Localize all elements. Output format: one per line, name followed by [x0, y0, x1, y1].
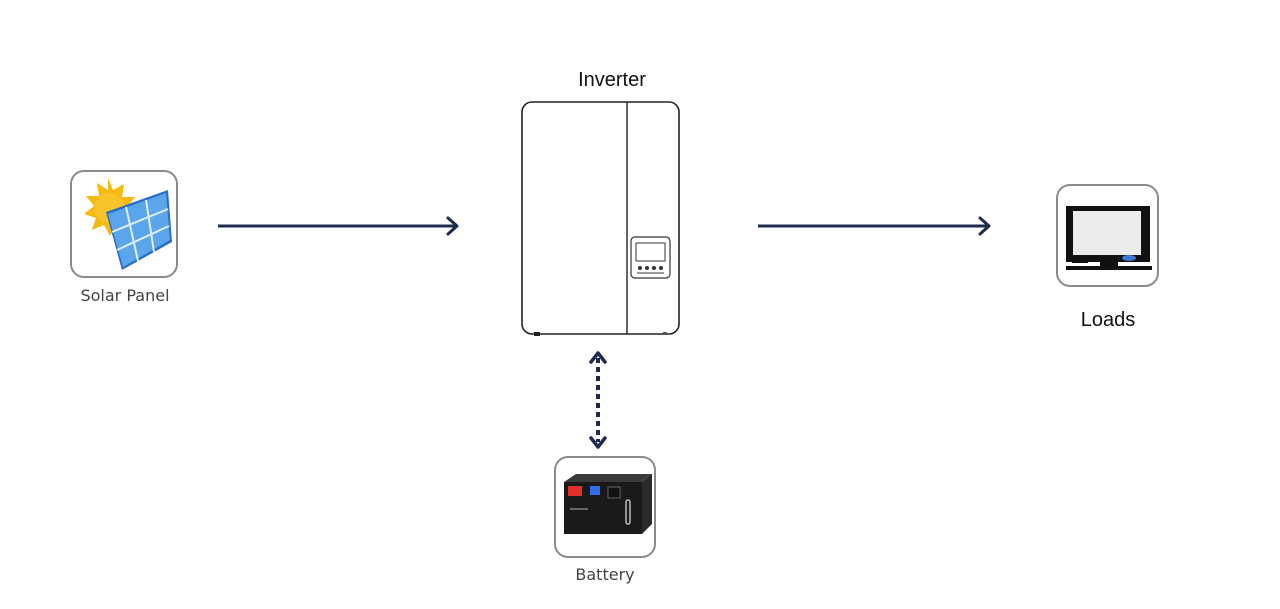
monitor-icon — [1066, 206, 1152, 270]
arrow-solar-to-inverter — [218, 216, 459, 236]
inverter-label: Inverter — [578, 69, 646, 91]
battery-label: Battery — [575, 565, 635, 584]
inverter-display-icon — [630, 236, 671, 279]
arrow-inverter-to-loads — [758, 216, 991, 236]
battery-rack-icon — [564, 474, 652, 534]
arrow-inverter-battery-bidirectional — [589, 351, 607, 449]
battery-icon-box — [554, 456, 656, 558]
inverter-icon — [521, 101, 680, 336]
solar-panel-icon — [84, 178, 172, 270]
solar-panel-icon-box — [70, 170, 178, 278]
panel-icon — [106, 190, 172, 270]
loads-icon-box — [1056, 184, 1159, 287]
solar-panel-label: Solar Panel — [80, 286, 170, 305]
loads-label: Loads — [1080, 309, 1136, 331]
